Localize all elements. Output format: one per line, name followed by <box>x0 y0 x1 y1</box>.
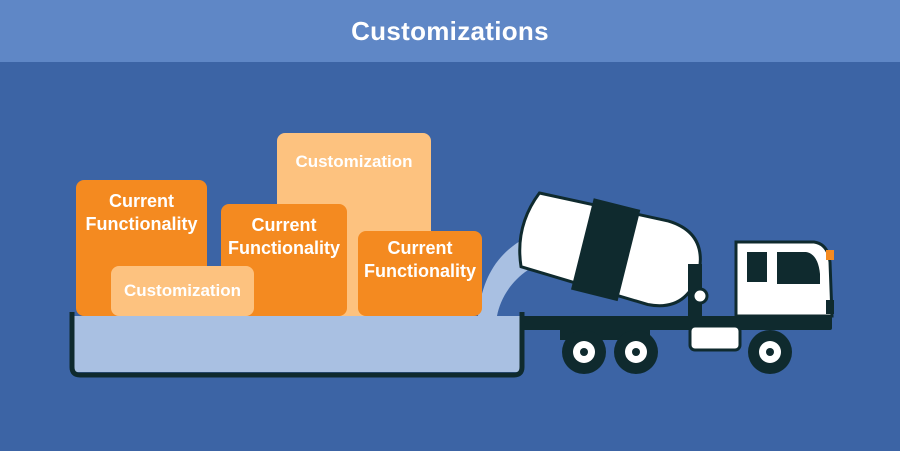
concrete-fill <box>73 316 521 372</box>
current-functionality-block-right: Current Functionality <box>358 231 482 316</box>
header-bar: Customizations <box>0 0 900 62</box>
fuel-tank <box>688 324 742 352</box>
page-title: Customizations <box>351 15 549 46</box>
current-functionality-block-middle: Current Functionality <box>221 204 347 316</box>
current-functionality-label: Current Functionality <box>364 238 476 281</box>
customization-label: Customization <box>123 281 242 300</box>
customization-label: Customization <box>295 152 413 171</box>
current-functionality-label: Current Functionality <box>228 215 340 258</box>
concrete-stream <box>478 238 528 316</box>
customization-block-bottom: Customization <box>111 266 254 316</box>
truck-chassis <box>520 316 832 330</box>
mixer-drum <box>518 191 702 308</box>
concrete-tank <box>69 312 525 378</box>
truck-wheels <box>562 330 792 374</box>
current-functionality-label: Current Functionality <box>85 191 198 234</box>
cab-window <box>777 252 820 284</box>
